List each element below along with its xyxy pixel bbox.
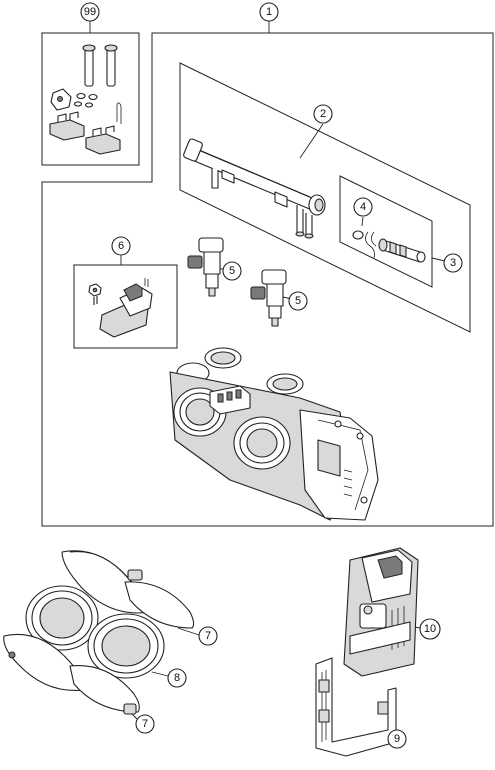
callout-2: 2 — [313, 104, 333, 124]
leader-3 — [431, 257, 446, 262]
callout-label-6: 6 — [118, 240, 124, 252]
callout-6: 6 — [111, 236, 131, 256]
callout-99: 99 — [80, 2, 100, 22]
clamp-7b — [3, 633, 140, 715]
callout-7b: 7 — [135, 714, 155, 734]
callout-label-1: 1 — [266, 6, 272, 18]
callout-label-8: 8 — [174, 672, 180, 684]
callout-label-10: 10 — [424, 623, 436, 635]
group-box-3 — [339, 175, 433, 288]
callout-5a: 5 — [222, 261, 242, 281]
callout-5b: 5 — [288, 291, 308, 311]
group-box-99 — [41, 32, 140, 166]
callout-9: 9 — [387, 729, 407, 749]
ecu-bracket-9 — [315, 657, 397, 757]
o-ring-4 — [352, 230, 364, 240]
sensor-6 — [88, 278, 153, 338]
throttle-body-1 — [169, 347, 379, 521]
callout-label-5a: 5 — [229, 265, 235, 277]
leader-8 — [151, 671, 169, 677]
group-box-6 — [73, 264, 178, 349]
callout-8: 8 — [167, 668, 187, 688]
callout-label-4: 4 — [360, 201, 366, 213]
hardware-kit-99 — [49, 44, 122, 155]
injector-5a — [187, 237, 224, 297]
group-box-1 — [41, 32, 494, 527]
callout-label-2: 2 — [320, 108, 326, 120]
callout-4: 4 — [353, 197, 373, 217]
leader-2 — [299, 123, 324, 159]
leader-7a — [177, 627, 200, 636]
callout-10: 10 — [419, 618, 441, 640]
callout-label-7b: 7 — [142, 718, 148, 730]
fuel-rail-2 — [183, 138, 326, 239]
callout-1: 1 — [259, 2, 279, 22]
callout-label-3: 3 — [450, 257, 456, 269]
group-box-2 — [179, 62, 471, 333]
callout-7a: 7 — [198, 626, 218, 646]
clamp-7a — [61, 550, 195, 629]
callout-label-9: 9 — [394, 733, 400, 745]
ecu-10 — [343, 547, 419, 677]
fuel-connector-3 — [365, 231, 426, 263]
callout-label-7a: 7 — [205, 630, 211, 642]
callout-label-5b: 5 — [295, 295, 301, 307]
injector-5b — [250, 269, 287, 327]
callout-3: 3 — [443, 253, 463, 273]
intake-boot-8 — [25, 585, 165, 679]
callout-label-99: 99 — [84, 6, 96, 18]
leader-4 — [361, 216, 364, 227]
